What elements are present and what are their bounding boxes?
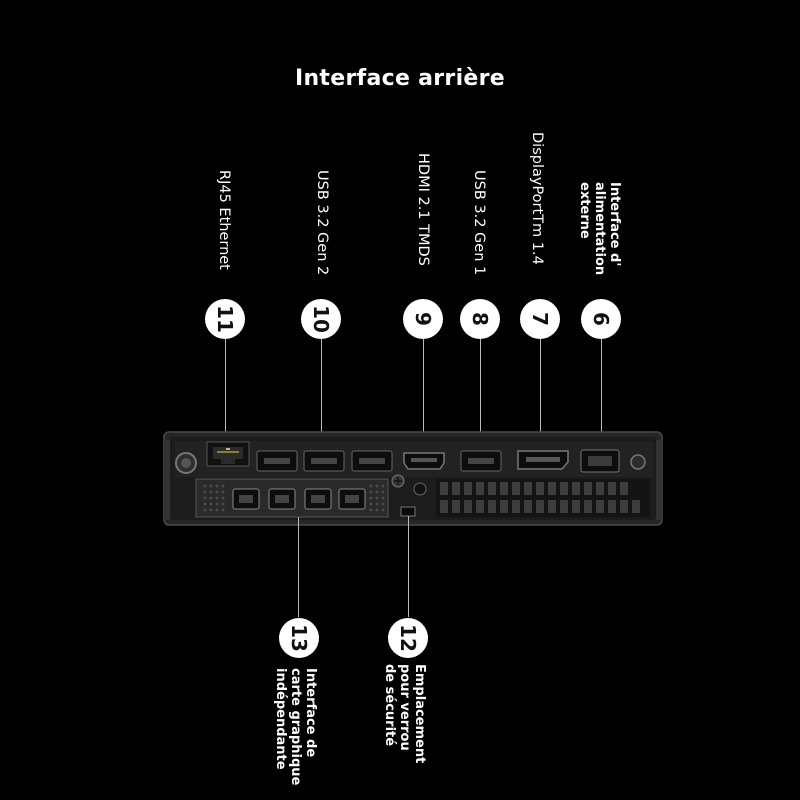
leader-line-10 — [321, 339, 322, 447]
leader-line-12 — [408, 516, 409, 617]
label-hdmi: HDMI 2.1 TMDS — [415, 153, 431, 266]
label-usb-32-gen1: USB 3.2 Gen 1 — [471, 170, 487, 276]
callout-circle-13: 13 — [279, 618, 319, 658]
hdmi-port-icon — [403, 452, 445, 470]
screw-icon — [391, 474, 405, 488]
usb-gen2-ports-icon — [256, 450, 393, 472]
leader-line-7 — [540, 339, 541, 451]
label-displayport: DisplayPortTm 1.4 — [529, 132, 545, 265]
power-button-icon — [175, 452, 197, 474]
label-gpu-interface: Interface de carte graphique indépendant… — [273, 668, 318, 786]
diagram-title: Interface arrière — [294, 66, 506, 91]
rj45-port-icon — [206, 441, 250, 467]
security-lock-slot-icon — [400, 506, 416, 517]
leader-line-6 — [601, 339, 602, 449]
audio-jack-icon — [413, 482, 427, 496]
leader-line-13 — [298, 517, 299, 617]
usb-gen1-port-icon — [460, 450, 502, 472]
indicator-icon — [630, 454, 646, 470]
label-usb-32-gen2: USB 3.2 Gen 2 — [314, 170, 330, 276]
label-rj45-ethernet: RJ45 Ethernet — [216, 170, 232, 270]
leader-line-11 — [225, 339, 226, 439]
vent-grille-icon — [436, 479, 650, 517]
gpu-card-slot-icon — [195, 478, 389, 518]
label-security-lock: Emplacement pour verrou de sécurité — [382, 664, 427, 764]
displayport-port-icon — [517, 450, 569, 470]
leader-line-9 — [423, 339, 424, 455]
leader-line-8 — [480, 339, 481, 455]
callout-circle-12: 12 — [388, 618, 428, 658]
label-power-interface: Interface d' alimentation externe — [577, 182, 622, 276]
power-jack-icon — [580, 449, 620, 473]
